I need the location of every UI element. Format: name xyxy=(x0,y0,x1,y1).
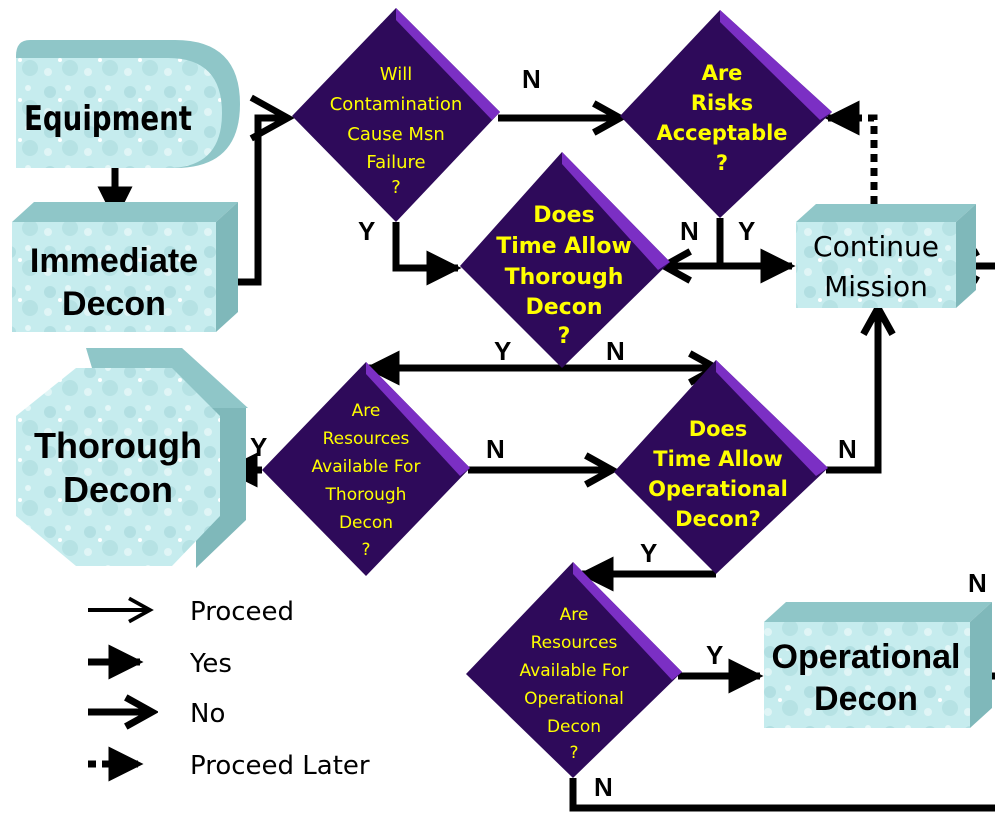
risks-line1: Are xyxy=(702,61,743,85)
label-no-time-thorough: N xyxy=(606,336,625,366)
decision-risks: Are Risks Acceptable ? xyxy=(620,10,832,218)
label-no-contamination: N xyxy=(522,64,541,94)
thorough-decon-line2: Decon xyxy=(63,469,173,510)
decision-time-thorough: Does Time Allow Thorough Decon ? xyxy=(460,152,670,368)
label-yes-resources-thorough: Y xyxy=(250,432,267,462)
label-yes-time-operational: Y xyxy=(640,538,657,568)
contamination-line4: Failure xyxy=(366,152,425,173)
arrow-immediate-to-contamination xyxy=(230,94,295,286)
time-thorough-line4: Decon xyxy=(526,295,603,320)
label-yes-time-thorough: Y xyxy=(494,336,511,366)
time-operational-line1: Does xyxy=(689,417,748,441)
continue-mission-line1: Continue xyxy=(813,230,939,263)
contamination-line1: Will xyxy=(380,64,412,85)
legend-item-no: No xyxy=(88,699,225,729)
label-yes-resources-operational: Y xyxy=(706,640,723,670)
legend-yes-label: Yes xyxy=(189,649,232,679)
resources-operational-line1: Are xyxy=(560,605,589,625)
risks-line3: Acceptable xyxy=(656,121,787,145)
operational-decon-line2: Decon xyxy=(814,680,918,718)
decision-resources-operational: Are Resources Available For Operational … xyxy=(466,562,682,778)
decision-time-operational: Does Time Allow Operational Decon? xyxy=(614,360,828,574)
time-operational-line4: Decon? xyxy=(675,507,761,531)
label-no-risks: N xyxy=(680,216,699,246)
immediate-decon-line2: Decon xyxy=(62,285,166,323)
time-thorough-line2: Time Allow xyxy=(496,234,632,259)
arrow-contamination-yes-to-time xyxy=(392,222,462,286)
equipment-label: Equipment xyxy=(24,99,192,139)
contamination-line5: ? xyxy=(391,177,401,198)
resources-operational-line5: Decon xyxy=(547,717,601,737)
box-immediate-decon: Immediate Decon xyxy=(12,202,238,332)
time-thorough-line3: Thorough xyxy=(505,265,624,290)
arrow-later-mission-to-risks xyxy=(824,100,878,218)
continue-mission-line2: Mission xyxy=(824,270,928,303)
resources-thorough-line3: Available For xyxy=(312,457,421,477)
box-thorough-decon: Thorough Decon xyxy=(16,348,248,568)
resources-thorough-line6: ? xyxy=(361,540,370,560)
branch-labels: N Y N Y Y N Y N N Y N Y N xyxy=(250,64,987,802)
time-operational-line3: Operational xyxy=(648,477,788,501)
time-operational-line2: Time Allow xyxy=(653,447,782,471)
legend-item-proceed: Proceed xyxy=(88,596,294,627)
legend-item-yes: Yes xyxy=(88,644,232,680)
immediate-decon-line1: Immediate xyxy=(30,242,198,280)
label-no-resources-thorough: N xyxy=(486,434,505,464)
operational-decon-line1: Operational xyxy=(772,638,961,676)
label-no-operational-top: N xyxy=(968,568,987,598)
resources-operational-line4: Operational xyxy=(524,689,624,709)
box-continue-mission: Continue Mission xyxy=(796,204,976,308)
label-no-time-operational: N xyxy=(838,434,857,464)
resources-thorough-line4: Thorough xyxy=(325,485,407,505)
time-thorough-line1: Does xyxy=(533,203,594,228)
resources-operational-line3: Available For xyxy=(520,661,629,681)
contamination-line3: Cause Msn xyxy=(347,124,445,145)
legend-item-proceed-later: Proceed Later xyxy=(88,746,370,782)
time-thorough-line5: ? xyxy=(558,324,571,349)
legend-proceed-later-label: Proceed Later xyxy=(190,751,370,781)
connectors xyxy=(97,94,995,812)
resources-thorough-line1: Are xyxy=(352,401,381,421)
legend: Proceed Yes No Proceed Later xyxy=(88,596,370,782)
label-yes-contamination: Y xyxy=(358,216,375,246)
legend-proceed-label: Proceed xyxy=(190,597,294,627)
resources-operational-line2: Resources xyxy=(531,633,618,653)
thorough-decon-line1: Thorough xyxy=(34,425,202,466)
box-operational-decon: Operational Decon xyxy=(764,602,992,728)
risks-line4: ? xyxy=(716,151,728,175)
resources-thorough-line5: Decon xyxy=(339,513,393,533)
box-equipment: Equipment xyxy=(16,40,240,168)
decision-contamination: Will Contamination Cause Msn Failure ? xyxy=(292,8,500,222)
contamination-line2: Contamination xyxy=(330,94,463,115)
resources-thorough-line2: Resources xyxy=(323,429,410,449)
risks-line2: Risks xyxy=(691,91,753,115)
arrow-operational-no-to-mission xyxy=(826,308,878,474)
decision-resources-thorough: Are Resources Available For Thorough Dec… xyxy=(262,362,470,576)
label-yes-risks: Y xyxy=(738,216,755,246)
legend-no-label: No xyxy=(190,699,225,729)
resources-operational-line6: ? xyxy=(569,743,578,763)
label-no-resources-operational: N xyxy=(594,772,613,802)
line-resources-op-no xyxy=(569,778,995,812)
